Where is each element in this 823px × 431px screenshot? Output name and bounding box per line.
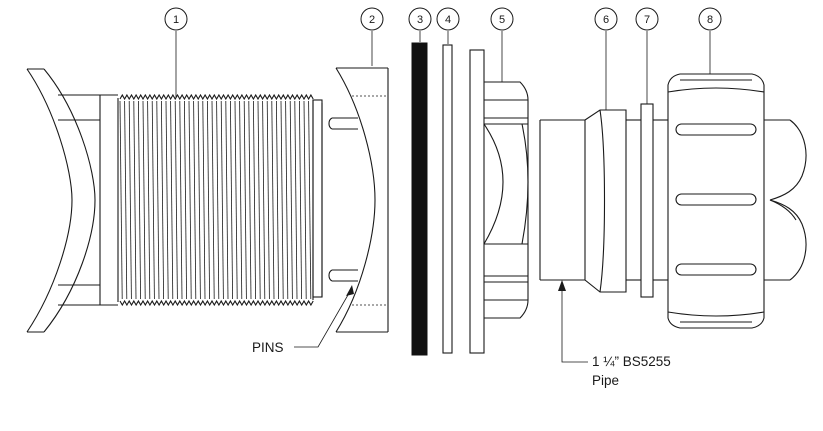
thread-line bbox=[202, 100, 206, 300]
thread-line bbox=[216, 100, 220, 300]
thread-line bbox=[133, 100, 137, 300]
balloon-5: 5 bbox=[490, 7, 514, 82]
thread-line bbox=[119, 100, 123, 300]
balloon-4: 4 bbox=[436, 7, 460, 44]
thread-line bbox=[248, 100, 252, 300]
svg-text:2: 2 bbox=[369, 14, 375, 26]
thread-line bbox=[303, 100, 307, 300]
thread-line bbox=[161, 100, 164, 300]
balloon-2: 2 bbox=[360, 7, 384, 66]
balloon-1: 1 bbox=[164, 7, 188, 98]
thread-line bbox=[220, 100, 224, 300]
thread-line bbox=[234, 100, 238, 300]
svg-text:4: 4 bbox=[445, 14, 451, 26]
part-4-washer bbox=[442, 44, 453, 354]
thread-line bbox=[299, 100, 302, 300]
part-2-wall-section bbox=[328, 67, 389, 333]
thread-line bbox=[289, 100, 293, 300]
balloon-6: 6 bbox=[594, 7, 618, 110]
pipe-label-line2: Pipe bbox=[592, 373, 619, 388]
balloon-7: 7 bbox=[635, 7, 659, 104]
thread-line bbox=[285, 100, 289, 300]
svg-text:8: 8 bbox=[707, 14, 713, 26]
thread-line bbox=[179, 100, 183, 300]
thread-line bbox=[308, 100, 312, 300]
thread-line bbox=[276, 100, 279, 300]
thread-line bbox=[262, 100, 266, 300]
thread-line bbox=[207, 100, 210, 300]
thread-line bbox=[271, 100, 275, 300]
thread-line bbox=[142, 100, 146, 300]
pipe-label-line1: 1 ¼” BS5255 bbox=[592, 354, 671, 369]
pins-callout: PINS bbox=[252, 285, 354, 355]
thread-line bbox=[184, 100, 187, 300]
svg-text:1: 1 bbox=[173, 14, 179, 26]
thread-line bbox=[280, 100, 284, 300]
thread-line bbox=[197, 100, 201, 300]
thread-line bbox=[147, 100, 151, 300]
thread-line bbox=[294, 100, 298, 300]
pipe-callout: 1 ¼” BS5255 Pipe bbox=[558, 280, 671, 388]
balloon-8: 8 bbox=[698, 7, 722, 74]
thread-line bbox=[174, 100, 178, 300]
thread-line bbox=[128, 100, 132, 300]
thread-line bbox=[156, 100, 160, 300]
part-5-flange-nut bbox=[469, 49, 529, 354]
svg-text:3: 3 bbox=[417, 14, 423, 26]
thread-line bbox=[239, 100, 243, 300]
thread-line bbox=[253, 100, 256, 300]
thread-line bbox=[170, 100, 174, 300]
part-3-gasket bbox=[411, 42, 428, 356]
thread-line bbox=[230, 100, 233, 300]
pipe bbox=[539, 119, 585, 281]
thread-line bbox=[257, 100, 261, 300]
thread-line bbox=[243, 100, 247, 300]
balloon-3: 3 bbox=[408, 7, 432, 42]
thread-line bbox=[225, 100, 229, 300]
thread-lines bbox=[119, 100, 312, 300]
thread-line bbox=[188, 100, 192, 300]
thread-line bbox=[138, 100, 141, 300]
thread-line bbox=[193, 100, 197, 300]
thread-line bbox=[165, 100, 169, 300]
svg-text:5: 5 bbox=[499, 14, 505, 26]
threaded-body bbox=[99, 93, 323, 307]
svg-text:6: 6 bbox=[603, 14, 609, 26]
thread-line bbox=[266, 100, 270, 300]
svg-text:7: 7 bbox=[644, 14, 650, 26]
tank-wall-left bbox=[26, 68, 118, 333]
thread-line bbox=[124, 100, 128, 300]
pins-label: PINS bbox=[252, 340, 284, 355]
thread-line bbox=[151, 100, 155, 300]
part-8-union-nut bbox=[653, 73, 807, 329]
part-7-ring bbox=[640, 103, 654, 298]
part-6-tail bbox=[584, 109, 641, 293]
thread-line bbox=[211, 100, 215, 300]
